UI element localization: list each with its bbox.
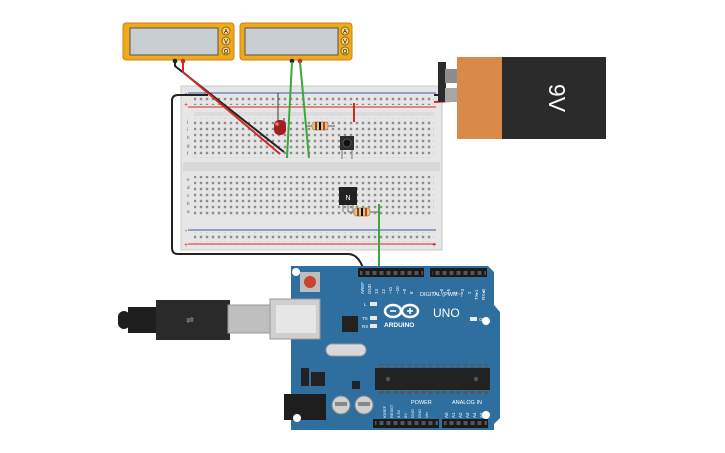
led-l (370, 302, 377, 306)
red-wire-meter1[interactable] (182, 62, 281, 155)
led-rx-label: RX (362, 324, 368, 329)
multimeter-1-btn-a[interactable]: A (224, 30, 228, 36)
pin-label: A3 (465, 412, 470, 418)
pin-label: ~5 (446, 288, 451, 294)
pin-label: A5 (479, 412, 484, 418)
red-led[interactable] (274, 93, 286, 135)
wires (171, 61, 453, 272)
on-label: ON (479, 317, 486, 322)
multimeter-1-btn-v[interactable]: V (224, 40, 228, 46)
npn-transistor[interactable]: N (339, 187, 357, 212)
green-wire-meter2-b[interactable] (299, 61, 310, 159)
arduino-logo-icon (383, 303, 420, 319)
power-label: POWER (411, 400, 432, 406)
pin-label: ~11 (388, 286, 393, 294)
led-on (470, 317, 477, 321)
pin-label: RESET (389, 404, 394, 418)
digital-pin-labels: AREF GND 13 12 ~11 ~10 ~9 8 7 ~6 ~5 4 ~3… (360, 282, 486, 300)
led-l-label: L (364, 302, 367, 307)
pin-label: 8 (409, 291, 414, 294)
rail-plus-top: + (184, 102, 188, 109)
pin-label: 2 (467, 291, 472, 294)
led-tx (370, 316, 377, 320)
pin-label: 12 (381, 288, 386, 294)
pin-label: A2 (458, 412, 463, 418)
atmega-chip (375, 368, 490, 390)
digital-label: DIGITAL (PWM~) (420, 292, 463, 298)
row-letter: i (187, 127, 188, 132)
pin-label: GND (410, 409, 415, 418)
breadboard[interactable]: - + - + + j i h g f e d c b a (180, 85, 443, 251)
row-letter: f (187, 151, 189, 156)
led-rx (370, 324, 377, 328)
multimeter-2-btn-a[interactable]: A (343, 30, 347, 36)
pin-label: 7 (432, 291, 437, 294)
pin-label: ~10 (395, 286, 400, 294)
multimeter-1-btn-ohm[interactable]: Ω (224, 50, 229, 56)
row-letter: a (187, 209, 190, 214)
rail-plus-bottom-right: + (432, 242, 436, 249)
pin-label: 4 (453, 291, 458, 294)
pin-label: TX▸1 (474, 289, 479, 300)
led-tx-label: TX (362, 316, 368, 321)
row-letter: e (187, 177, 190, 182)
multimeter-2-btn-v[interactable]: V (343, 40, 347, 46)
pin-label: A0 (444, 412, 449, 418)
row-letter: h (187, 135, 190, 140)
rail-plus-bottom: + (184, 242, 188, 249)
pin-label: IOREF (382, 405, 387, 418)
black-wire-gnd-loop[interactable] (171, 94, 364, 269)
push-button[interactable] (340, 136, 354, 159)
arduino-uno[interactable]: AREF GND 13 12 ~11 ~10 ~9 8 7 ~6 ~5 4 ~3… (269, 266, 500, 430)
row-letter: c (187, 193, 190, 198)
multimeter-2[interactable]: A V Ω (239, 22, 353, 64)
pin-gnd-top: GND (367, 283, 372, 294)
resistor-2[interactable] (348, 207, 378, 217)
reset-button-cap[interactable] (304, 276, 316, 288)
power-pin-labels: IOREF RESET 3.3V 5V GND GND Vin (382, 404, 429, 418)
row-letters-bottom: e d c b a (187, 177, 190, 214)
multimeter-2-btn-ohm[interactable]: Ω (343, 50, 348, 56)
pin-label: 5V (403, 413, 408, 418)
pin-label: A1 (451, 412, 456, 418)
battery-label: 9V (544, 84, 570, 113)
pin-label: ~6 (439, 288, 444, 294)
pin-label: A4 (472, 412, 477, 418)
pin-label: 13 (374, 288, 379, 294)
pin-label: 3.3V (396, 409, 401, 418)
pin-label: ~3 (460, 288, 465, 294)
usb-cable[interactable]: ⇌ (118, 300, 273, 340)
analog-label: ANALOG IN (452, 400, 482, 406)
pin-aref: AREF (360, 282, 365, 294)
usb-chip (342, 316, 358, 332)
row-letters-top: j i h g f (186, 119, 190, 156)
pin-label: ~9 (402, 288, 407, 294)
resistor-1[interactable] (306, 121, 335, 131)
crystal (325, 343, 367, 357)
rail-minus-bottom: - (185, 228, 188, 235)
green-wire-meter2-a[interactable] (286, 61, 293, 159)
transistor-label: N (345, 195, 350, 202)
row-letter: j (186, 119, 188, 124)
pin-label: RX◂0 (481, 288, 486, 300)
row-letter: b (187, 201, 190, 206)
pin-label: Vin (424, 412, 429, 418)
pin-label: GND (417, 409, 422, 418)
row-letter: d (187, 185, 190, 190)
multimeter-1[interactable]: A V Ω (122, 22, 235, 64)
usb-icon: ⇌ (186, 315, 194, 325)
black-wire-meter1[interactable] (174, 62, 285, 153)
brand-label: ARDUINO (384, 322, 414, 329)
row-letter: g (187, 143, 190, 148)
model-label: UNO (433, 306, 460, 320)
analog-pin-labels: A0 A1 A2 A3 A4 A5 (444, 412, 484, 418)
battery-9v[interactable]: 9V (438, 57, 606, 139)
